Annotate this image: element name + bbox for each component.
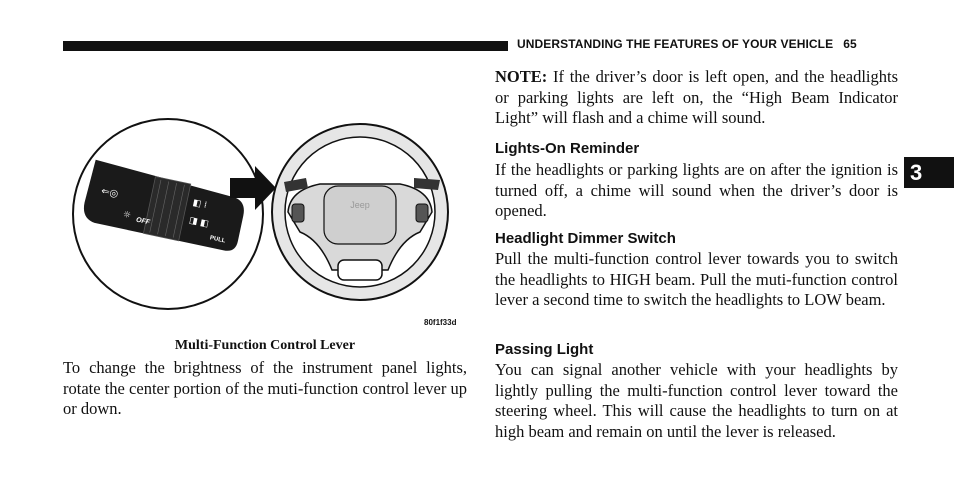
note-text: If the driver’s door is left open, and t… — [495, 67, 898, 127]
passing-light-text: You can signal another vehicle with your… — [495, 360, 898, 441]
chapter-tab: 3 — [904, 157, 954, 188]
svg-text:⇐◎: ⇐◎ — [100, 186, 119, 200]
figure-caption: Multi-Function Control Lever — [174, 338, 356, 353]
multi-function-lever-illustration: ⇐◎ ☼ OFF ◧ ⁞ ◨ ◧ PULL Jeep — [72, 118, 449, 310]
header-rule — [63, 41, 508, 51]
note-label: NOTE: — [495, 67, 548, 86]
lever-closeup: ⇐◎ ☼ OFF ◧ ⁞ ◨ ◧ PULL — [83, 159, 244, 251]
section-title: UNDERSTANDING THE FEATURES OF YOUR VEHIC… — [517, 37, 834, 51]
lever-off-label: OFF — [135, 217, 151, 227]
heading-headlight-dimmer-switch: Headlight Dimmer Switch — [495, 230, 676, 247]
lights-on-reminder-text: If the headlights or parking lights are … — [495, 160, 898, 220]
pointer-arrow — [230, 166, 276, 210]
figure-code: 80f1f33d — [424, 318, 457, 327]
wheel-logo: Jeep — [350, 200, 370, 210]
heading-passing-light: Passing Light — [495, 341, 594, 358]
svg-text:◨ ◧: ◨ ◧ — [188, 216, 210, 230]
page-number: 65 — [843, 37, 857, 51]
running-header: UNDERSTANDING THE FEATURES OF YOUR VEHIC… — [517, 37, 900, 55]
svg-text:☼: ☼ — [122, 210, 132, 221]
headlight-dimmer-switch-text: Pull the multi-function control lever to… — [495, 249, 898, 309]
brightness-paragraph: To change the brightness of the instrume… — [63, 358, 467, 418]
lever-pull-label: PULL — [209, 235, 226, 244]
steering-wheel: Jeep — [271, 123, 449, 301]
heading-lights-on-reminder: Lights-On Reminder — [495, 140, 640, 157]
note-paragraph: NOTE: If the driver’s door is left open,… — [495, 67, 898, 129]
svg-text:◧ ⁞: ◧ ⁞ — [192, 198, 208, 211]
